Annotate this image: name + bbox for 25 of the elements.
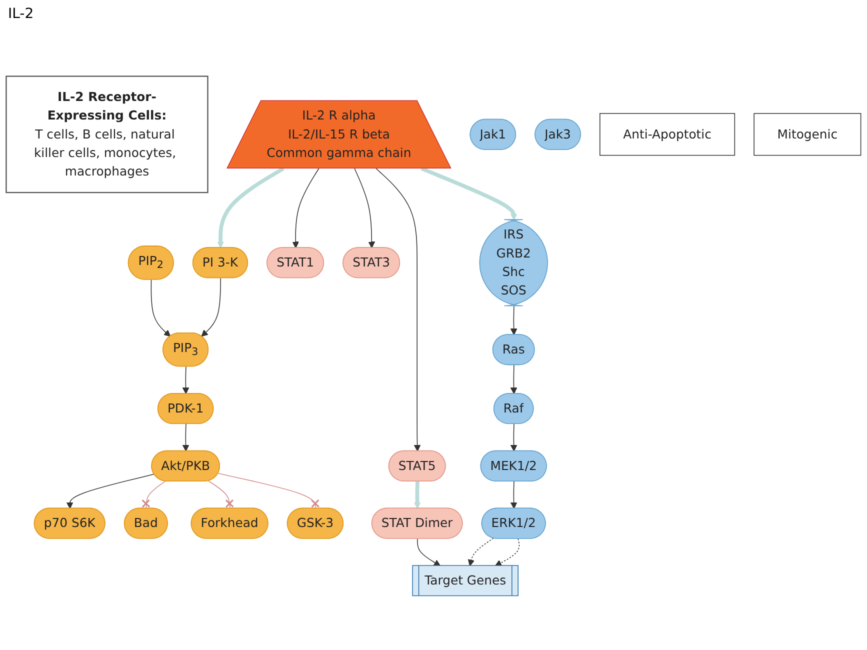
arrow [510,306,518,336]
arrow [182,366,190,394]
arrow [494,538,520,566]
arrow [150,279,171,337]
connector [142,480,166,509]
arrow [417,538,441,566]
connector [208,480,234,509]
arrow [292,168,320,248]
node-box: Anti-Apoptotic [600,113,736,156]
ligand-label: IL-2 [8,6,34,22]
node-box: IL-2 Receptor-Expressing Cells: T cells, B cells, natural killer cells, monocytes, macrophages [6,76,208,194]
arrow [414,481,421,509]
arrow [510,481,518,509]
arrow [510,364,518,394]
arrow [354,168,376,248]
arrow [217,166,284,248]
arrow [66,474,155,509]
arrow [420,166,518,220]
arrow [201,278,221,337]
node-box: Mitogenic [754,113,862,156]
arrow [376,168,421,452]
arrow [182,424,190,452]
connector [218,473,320,509]
arrow [468,538,494,566]
arrow [510,424,518,452]
